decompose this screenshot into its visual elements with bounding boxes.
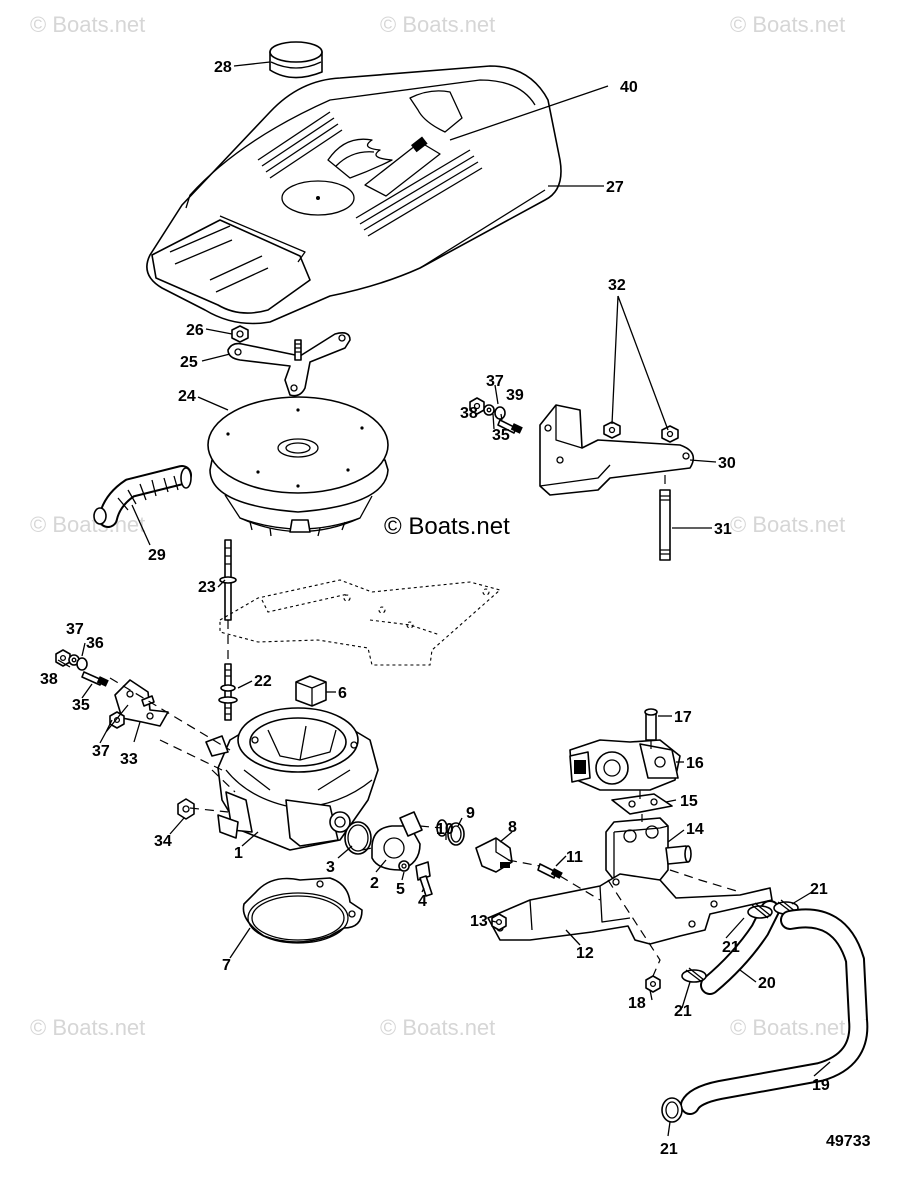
label-part-24: 24 [178,388,196,405]
label-part-9: 9 [466,805,475,822]
part-bracket-12 [487,873,773,945]
watermark: © Boats.net [380,12,495,37]
label-part-35-left: 35 [72,697,90,714]
label-part-10: 10 [436,821,454,838]
part-oil-cap [269,41,323,79]
label-part-21-c: 21 [810,881,828,898]
label-part-4: 4 [418,893,427,910]
label-part-34: 34 [154,833,172,850]
part-stud-lower [218,663,238,721]
part-throttle-bracket [539,404,695,561]
label-part-23: 23 [198,579,216,596]
label-part-12: 12 [576,945,594,962]
label-part-19: 19 [812,1077,830,1094]
leader-lines [57,61,831,1137]
label-part-18: 18 [628,995,646,1012]
part-nut-34 [177,798,195,820]
part-nuts-13-18 [491,913,661,993]
diagram-number: 49733 [826,1133,871,1150]
label-part-11: 11 [566,849,583,866]
label-part-3: 3 [326,859,335,876]
label-part-30: 30 [718,455,736,472]
label-part-32: 32 [608,277,626,294]
watermark: © Boats.net [730,1015,845,1040]
label-part-25: 25 [180,354,198,371]
label-part-29: 29 [148,547,166,564]
label-part-16: 16 [686,755,704,772]
watermarks: © Boats.net © Boats.net © Boats.net © Bo… [30,12,845,1040]
watermark: © Boats.net [30,512,145,537]
part-screw-4 [398,860,433,897]
part-sensor-2 [371,811,423,871]
label-part-33: 33 [120,751,138,768]
label-part-37-lower: 37 [92,743,110,760]
label-part-26: 26 [186,322,204,339]
part-breather-hose [93,465,192,528]
watermark: © Boats.net [380,1015,495,1040]
assembly-lines [109,475,741,977]
part-adapter-14 [605,817,692,881]
part-screw-11 [537,863,563,879]
label-part-35: 35 [492,427,510,444]
label-part-36: 36 [86,635,104,652]
label-part-31: 31 [714,521,732,538]
label-part-37: 37 [486,373,504,390]
part-sensor-8 [436,819,513,873]
part-hardware-upper [469,397,523,434]
part-flame-arrestor [207,396,389,537]
label-part-38: 38 [460,405,478,422]
label-part-21-a: 21 [674,1003,692,1020]
label-part-1: 1 [234,845,243,862]
label-part-37-left: 37 [66,621,84,638]
watermark: © Boats.net [730,12,845,37]
part-hardware-left [55,649,169,729]
part-gasket-15 [611,793,673,815]
part-hose-20 [681,899,799,995]
label-part-21-b: 21 [722,939,740,956]
label-part-14: 14 [686,821,704,838]
part-stud [219,539,237,621]
label-part-39: 39 [506,387,524,404]
label-part-27: 27 [606,179,624,196]
label-part-5: 5 [396,881,405,898]
copyright-text: © Boats.net [384,513,510,540]
label-part-7: 7 [222,957,231,974]
phantom-bracket [219,579,502,666]
label-part-17: 17 [674,709,692,726]
part-iac-valve [569,708,681,791]
part-hose-19 [661,908,869,1123]
part-engine-cover [146,65,562,325]
label-part-22: 22 [254,673,272,690]
watermark: © Boats.net [730,512,845,537]
label-part-21-d: 21 [660,1141,678,1158]
part-labels: 28 40 27 26 25 24 29 37 39 38 35 32 30 3… [40,59,871,1158]
part-throttle-body [205,707,379,851]
label-part-38-left: 38 [40,671,58,688]
watermark: © Boats.net [30,12,145,37]
label-part-8: 8 [508,819,517,836]
part-cube [295,675,327,707]
label-part-2: 2 [370,875,379,892]
label-part-6: 6 [338,685,347,702]
label-part-13: 13 [470,913,488,930]
label-part-15: 15 [680,793,698,810]
part-cover-bracket [227,325,351,397]
part-gasket-7 [242,877,363,944]
watermark: © Boats.net [30,1015,145,1040]
label-part-20: 20 [758,975,776,992]
label-part-28: 28 [214,59,232,76]
label-part-40: 40 [620,79,638,96]
